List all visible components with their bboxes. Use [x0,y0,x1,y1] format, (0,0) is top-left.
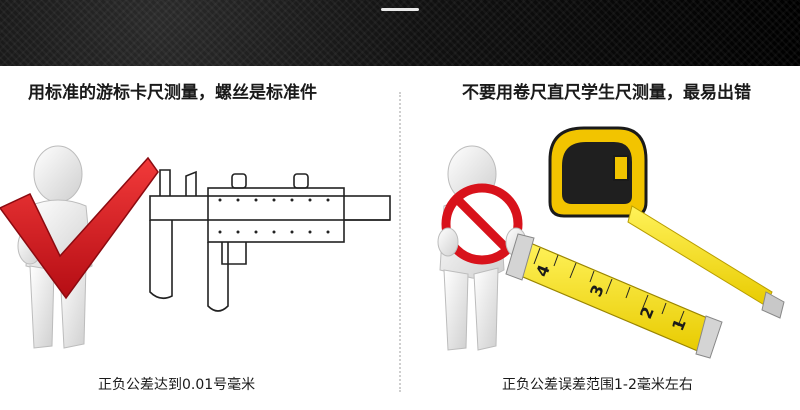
panel-divider [399,92,401,392]
tape-measure-icon [548,126,785,319]
header-indicator [381,8,419,11]
wrong-method-illustration: 4 3 2 1 [437,126,785,359]
correct-method-illustration [0,145,391,349]
straight-ruler-icon: 4 3 2 1 [505,233,723,359]
wrong-method-panel: 不要用卷尺直尺学生尺测量，最易出错 [400,66,800,410]
check-mark-icon [0,156,159,300]
wrong-method-caption: 正负公差误差范围1-2毫米左右 [502,377,693,393]
correct-method-caption: 正负公差达到0.01号毫米 [98,377,256,393]
prohibit-icon [437,183,527,265]
dark-header-band [0,0,800,66]
wrong-method-heading: 不要用卷尺直尺学生尺测量，最易出错 [462,83,751,103]
correct-method-panel: 用标准的游标卡尺测量，螺丝是标准件 [0,66,400,410]
correct-method-heading: 用标准的游标卡尺测量，螺丝是标准件 [28,83,317,103]
caliper-icon [149,169,391,312]
